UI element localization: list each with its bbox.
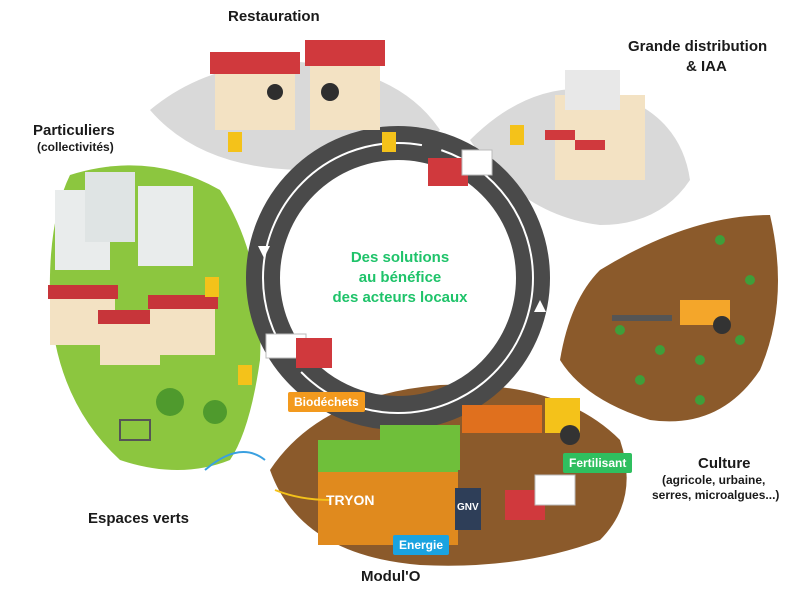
- tag-fertilisant: Fertilisant: [563, 453, 633, 473]
- center-line-1: Des solutions: [350, 249, 450, 266]
- label-collectivites: (collectivités): [37, 140, 114, 154]
- restaurant-building-icon: [210, 40, 385, 130]
- gnv-pump-icon: [455, 488, 481, 530]
- center-line-2: au bénéfice: [358, 269, 442, 286]
- arrow-left-icon: [258, 246, 270, 258]
- park-trees-icon: [119, 388, 227, 441]
- label-grande-distribution: Grande distribution: [628, 38, 768, 55]
- recycling-bin-icon: [205, 125, 524, 385]
- tractor-trailer-icon: [462, 398, 580, 445]
- label-particuliers: Particuliers: [33, 122, 115, 139]
- label-restauration: Restauration: [228, 8, 320, 25]
- road-marking: [262, 142, 534, 414]
- tractor-icon: [612, 300, 731, 334]
- label-iaa: & IAA: [686, 58, 727, 75]
- label-modulo: Modul'O: [361, 568, 421, 585]
- label-espaces-verts: Espaces verts: [88, 510, 189, 527]
- label-culture: Culture: [698, 455, 751, 472]
- supermarket-building-icon: [545, 70, 645, 180]
- center-slogan: Des solutions au bénéfice des acteurs lo…: [318, 248, 482, 308]
- arrow-right-icon: [534, 300, 546, 312]
- pump-label-gnv: GNV: [457, 502, 479, 513]
- label-culture-sub-1: (agricole, urbaine,: [662, 473, 766, 487]
- tag-biodechets: Biodéchets: [288, 392, 365, 412]
- container-logo-tryon: TRYON: [326, 492, 375, 508]
- crops-icon: [615, 235, 755, 405]
- label-culture-sub-2: serres, microalgues...): [652, 488, 780, 502]
- truck-icon: [265, 149, 576, 520]
- hose-line-2: [274, 489, 331, 501]
- tag-energie: Energie: [393, 535, 450, 555]
- center-line-3: des acteurs locaux: [332, 289, 468, 306]
- modulo-container-icon: [318, 425, 460, 545]
- apartment-buildings-icon: [48, 172, 218, 365]
- hose-line: [204, 451, 266, 471]
